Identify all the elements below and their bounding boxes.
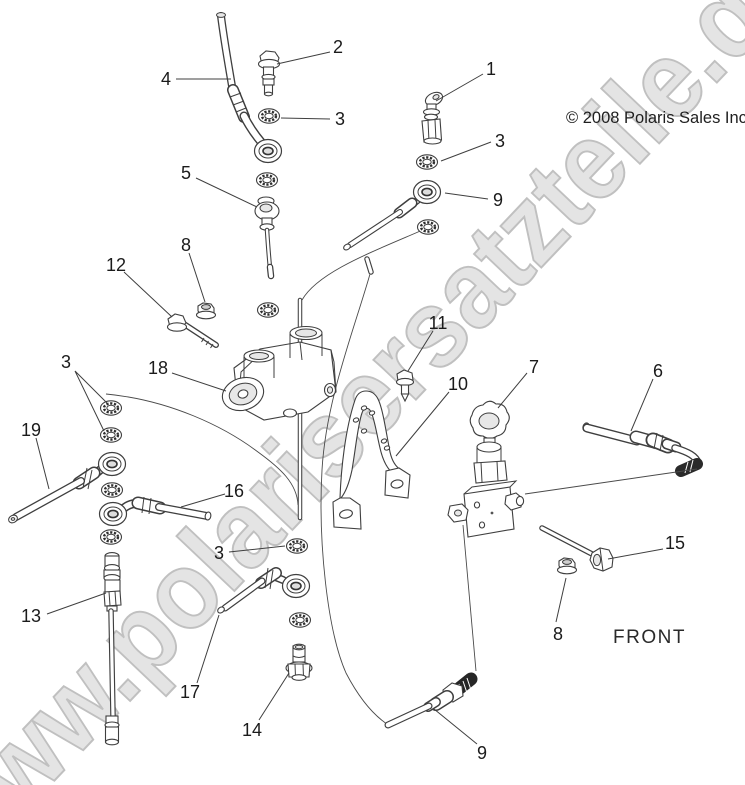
callout-15: 15 — [665, 533, 685, 553]
part-9-brake-line-top — [343, 179, 442, 251]
callout-18: 18 — [148, 358, 168, 378]
callout-11: 11 — [429, 313, 448, 333]
part-13-brake-hose — [103, 552, 122, 746]
part-17-brake-line — [217, 567, 311, 614]
part-5-fitting — [254, 196, 280, 280]
callout-2: 2 — [333, 37, 343, 57]
callout-19: 19 — [21, 420, 41, 440]
part-18-junction-valve — [221, 325, 337, 421]
callout-8a: 8 — [181, 235, 191, 255]
banjo-fitting — [412, 179, 442, 205]
callout-8b: 8 — [553, 624, 563, 644]
part-9-brake-line-bottom — [384, 672, 478, 729]
banjo-fitting — [97, 451, 127, 477]
front-orientation-label: FRONT — [613, 627, 686, 648]
part-8-flange-nut — [556, 557, 578, 575]
callout-1: 1 — [486, 59, 496, 79]
copyright-notice: © 2008 Polaris Sales Inc. — [566, 109, 745, 127]
callout-17: 17 — [180, 682, 200, 702]
part-15-bolt — [539, 525, 614, 572]
callout-9a: 9 — [493, 190, 503, 210]
part-7-pressure-valve — [447, 400, 525, 538]
banjo-fitting — [98, 501, 128, 527]
callout-3b: 3 — [495, 131, 505, 151]
part-8-flange-nut — [195, 302, 217, 320]
callout-5: 5 — [181, 163, 191, 183]
callout-16: 16 — [224, 481, 244, 501]
banjo-fitting — [253, 138, 283, 164]
callout-6: 6 — [653, 361, 663, 381]
callout-7: 7 — [529, 357, 539, 377]
callout-labels: 2 4 3 1 3 5 9 8 12 11 3 18 10 7 6 19 16 … — [21, 37, 685, 763]
callout-3d: 3 — [214, 543, 224, 563]
callout-12: 12 — [106, 255, 126, 275]
part-14-bolt — [285, 643, 313, 681]
leader-lines — [35, 51, 664, 745]
callout-10: 10 — [448, 374, 468, 394]
callout-13: 13 — [21, 606, 41, 626]
part-1-fitting — [421, 91, 444, 145]
callout-3a: 3 — [335, 109, 345, 129]
part-12-bolt — [166, 313, 219, 349]
callout-9b: 9 — [477, 743, 487, 763]
callout-4: 4 — [161, 69, 171, 89]
callout-3c: 3 — [61, 352, 71, 372]
part-11-screw — [395, 369, 415, 403]
part-16-brake-line — [98, 496, 212, 527]
connection-lines — [462, 468, 698, 672]
part-6-brake-line — [582, 422, 703, 477]
part-10-bracket — [332, 390, 411, 530]
banjo-fitting — [281, 573, 311, 599]
callout-14: 14 — [242, 720, 262, 740]
part-2-banjo-bolt — [257, 50, 281, 97]
part-19-brake-hose — [8, 451, 127, 524]
